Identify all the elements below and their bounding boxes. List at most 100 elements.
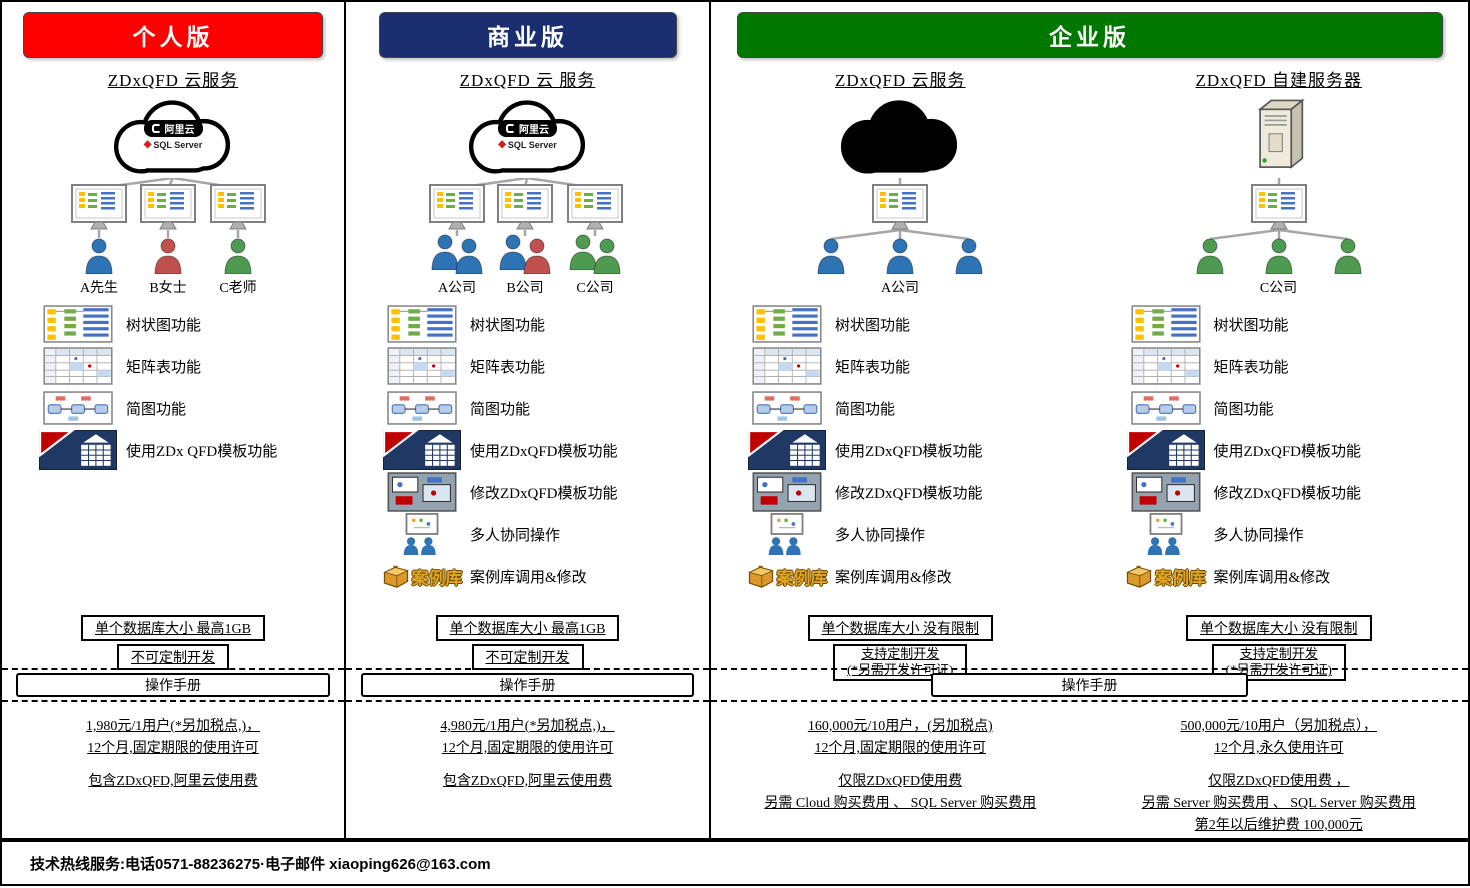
price-line: 12个月,固定期限的使用许可 (441, 741, 614, 756)
enterprise-selfhost-user-tree: C公司 (1090, 178, 1469, 300)
aliyun-bracket-icon (506, 124, 515, 133)
business-header-label: 商业版 (487, 24, 568, 50)
feature-label: 使用ZDxQFD模板功能 (835, 443, 983, 460)
case-library-icon-text: 案例库 (776, 568, 828, 588)
feature-row: 简图功能 (711, 387, 1090, 429)
price-line: 12个月,固定期限的使用许可 (87, 741, 259, 756)
personal-cloud-area: 阿里云 ◆ SQL Server (2, 96, 344, 178)
feature-row: 矩阵表功能 (1090, 345, 1469, 387)
case-library-icon-text: 案例库 (1155, 568, 1206, 588)
feature-label: 树状图功能 (470, 317, 546, 334)
server-icon (1246, 96, 1312, 176)
enterprise-cloud-service-title: ZDxQFD 云服务 (835, 71, 966, 90)
manual-strip: 操作手册 (711, 668, 1468, 702)
personal-limit-boxes: 单个数据库大小 最高1GB 不可定制开发 (2, 602, 344, 670)
feature-row: 树状图功能 (1090, 303, 1469, 345)
business-feature-list: 树状图功能 矩阵表功能 简图功能 使用ZDxQFD模板功能 修改ZDxQFD模板… (346, 300, 709, 602)
simple-diagram-icon (739, 391, 835, 425)
feature-label: 树状图功能 (1213, 317, 1289, 334)
aliyun-logo: 阿里云 (143, 120, 203, 137)
user-icon-blue (885, 238, 915, 274)
simple-diagram-icon (1118, 391, 1214, 425)
db-size-box: 单个数据库大小 最高1GB (81, 615, 265, 641)
enterprise-selfhost-service-title: ZDxQFD 自建服务器 (1195, 71, 1362, 90)
price-line: 另需 Server 购买费用 、 SQL Server 购买费用 (1141, 796, 1416, 811)
feature-label: 多人协同操作 (835, 527, 926, 544)
feature-label: 多人协同操作 (1213, 527, 1304, 544)
feature-label: 案例库调用&修改 (835, 569, 952, 586)
enterprise-cloud-column: ZDxQFD 云服务 (711, 66, 1090, 681)
use-template-icon (1118, 430, 1214, 470)
custom-dev-line: 支持定制开发 (1239, 646, 1318, 661)
feature-row: 多人协同操作 (346, 513, 709, 555)
matrix-table-icon (739, 347, 835, 385)
sqlserver-logo-text: SQL Server (153, 140, 203, 150)
modify-template-icon (374, 472, 470, 512)
feature-label: 简图功能 (835, 401, 896, 418)
feature-row: 案例库 案例库调用&修改 (346, 555, 709, 597)
cloud-icon: 阿里云 ◆ SQL Server (453, 96, 603, 176)
user-label: B公司 (506, 281, 544, 296)
enterprise-selfhost-column: ZDxQFD 自建服务器 (1090, 66, 1469, 681)
matrix-table-icon (374, 347, 470, 385)
business-service-title: ZDxQFD 云 服务 (459, 71, 596, 90)
feature-row: 多人协同操作 (711, 513, 1090, 555)
user-icon-red (153, 238, 183, 274)
monitor-icon (70, 184, 128, 232)
matrix-table-icon (1118, 347, 1214, 385)
user-icon-green (1333, 238, 1363, 274)
enterprise-cloud-limit-boxes: 单个数据库大小 没有限制 支持定制开发 (*另需开发许可证) (711, 602, 1090, 681)
aliyun-bracket-icon (151, 124, 161, 133)
user-label: A公司 (437, 281, 477, 296)
feature-row: 简图功能 (2, 387, 344, 429)
feature-label: 修改ZDxQFD模板功能 (470, 485, 618, 502)
user-label: C老师 (219, 281, 257, 296)
custom-dev-box: 不可定制开发 (117, 644, 229, 670)
user-label: B女士 (149, 281, 187, 296)
tree-diagram-icon (30, 305, 126, 343)
user-icon-green (1195, 238, 1225, 274)
company-label: A公司 (880, 281, 920, 296)
business-user-tree: A公司 B公司 C公司 (346, 178, 709, 300)
enterprise-header-banner: 企业版 (736, 12, 1443, 58)
price-line: 1,980元/1用户(*另加税点,)， (85, 719, 261, 734)
enterprise-cloud-pricing: 160,000元/10用户，(另加税点) 12个月,固定期限的使用许可 仅限ZD… (711, 702, 1090, 838)
support-footer-text: 技术热线服务:电话0571-88236275·电子邮件 xiaoping626@… (30, 855, 491, 873)
simple-diagram-icon (374, 391, 470, 425)
db-size-box: 单个数据库大小 没有限制 (1186, 615, 1372, 641)
matrix-table-icon (30, 347, 126, 385)
feature-row: 案例库 案例库调用&修改 (1090, 555, 1469, 597)
collaboration-icon (739, 513, 835, 555)
feature-label: 简图功能 (126, 401, 187, 418)
personal-pricing: 1,980元/1用户(*另加税点,)， 12个月,固定期限的使用许可 包含ZDx… (2, 702, 344, 838)
panel-enterprise: 企业版 ZDxQFD 云服务 (709, 0, 1470, 840)
db-size-box: 单个数据库大小 没有限制 (807, 615, 993, 641)
user-icon-red (522, 238, 552, 274)
user-icon-blue (954, 238, 984, 274)
use-template-icon (374, 430, 470, 470)
price-line: 仅限ZDxQFD使用费 ， (1208, 774, 1350, 789)
feature-label: 使用ZDxQFD模板功能 (1213, 443, 1362, 460)
feature-row: 树状图功能 (346, 303, 709, 345)
tree-diagram-icon (1118, 305, 1214, 343)
monitor-icon (496, 184, 554, 232)
feature-label: 树状图功能 (835, 317, 911, 334)
personal-user-tree: A先生 B女士 C老师 (2, 178, 344, 300)
cloud-solid-icon (825, 96, 975, 176)
feature-row: 矩阵表功能 (346, 345, 709, 387)
feature-row: 简图功能 (346, 387, 709, 429)
business-header-banner: 商业版 (378, 12, 677, 58)
feature-row: 树状图功能 (2, 303, 344, 345)
custom-dev-box: 不可定制开发 (471, 644, 584, 670)
user-icon-blue (454, 238, 484, 274)
feature-row: 使用ZDx QFD模板功能 (2, 429, 344, 471)
enterprise-selfhost-pricing: 500,000元/10用户（另加税点）， 12个月,永久使用许可 仅限ZDxQF… (1090, 702, 1469, 838)
price-line: 4,980元/1用户(*另加税点,)， (440, 719, 615, 734)
enterprise-pricing-row: 160,000元/10用户，(另加税点) 12个月,固定期限的使用许可 仅限ZD… (711, 702, 1468, 838)
aliyun-logo: 阿里云 (498, 120, 557, 137)
personal-header-label: 个人版 (132, 24, 214, 50)
aliyun-logo-text: 阿里云 (519, 125, 549, 136)
enterprise-server-area (1090, 96, 1469, 178)
feature-label: 案例库调用&修改 (1213, 569, 1331, 586)
feature-label: 矩阵表功能 (1213, 359, 1289, 376)
